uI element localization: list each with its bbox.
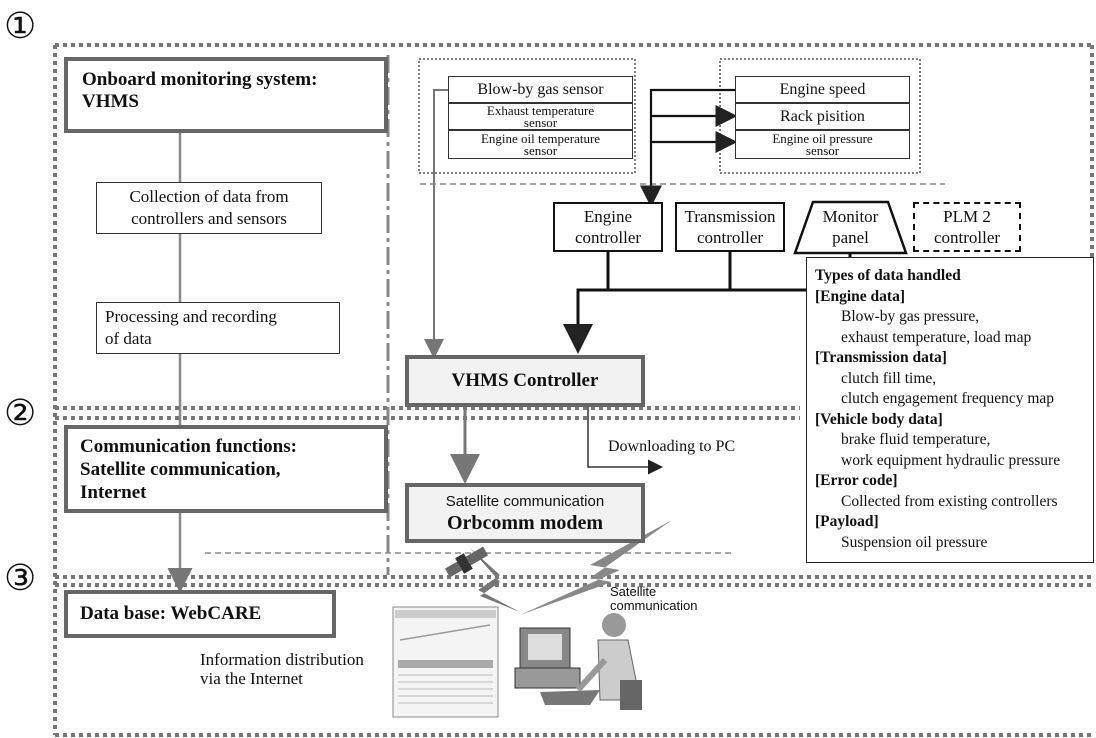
group-heading: [Payload] bbox=[815, 513, 879, 530]
info-distribution-label: Information distribution via the Interne… bbox=[200, 650, 364, 688]
onboard-monitoring-box: Onboard monitoring system: VHMS bbox=[64, 57, 388, 133]
modem-line-1: Satellite communication bbox=[445, 493, 605, 510]
group-item: Collected from existing controllers bbox=[841, 492, 1058, 510]
sensor-rack-position: Rack pisition bbox=[735, 103, 910, 130]
orbcomm-modem-box: Satellite communication Orbcomm modem bbox=[405, 483, 645, 543]
group-item: brake fluid temperature, bbox=[841, 431, 991, 448]
group-heading: [Engine data] bbox=[815, 287, 905, 305]
plm2-controller-box: PLM 2 controller bbox=[913, 202, 1021, 252]
modem-line-2: Orbcomm modem bbox=[446, 512, 604, 534]
step-2-marker: ② bbox=[4, 393, 37, 433]
collection-box: Collection of data from controllers and … bbox=[96, 182, 322, 234]
sensor-engine-oil-pressure: Engine oil pressure sensor bbox=[735, 130, 910, 159]
step-1-marker: ① bbox=[4, 6, 37, 46]
satellite-communication-label: Satellite communication bbox=[610, 584, 698, 613]
engine-controller-box: Engine controller bbox=[553, 202, 663, 252]
vhms-controller-box: VHMS Controller bbox=[405, 355, 645, 407]
database-box: Data base: WebCARE bbox=[64, 590, 336, 638]
group-item: exhaust temperature, load map bbox=[841, 328, 1032, 346]
communication-functions-box: Communication functions: Satellite commu… bbox=[64, 425, 388, 513]
group-item: Suspension oil pressure bbox=[841, 533, 988, 551]
downloading-to-pc-label: Downloading to PC bbox=[608, 438, 736, 455]
step-3-marker: ③ bbox=[4, 558, 37, 598]
processing-box: Processing and recording of data bbox=[96, 302, 340, 354]
sensor-blow-by: Blow-by gas sensor bbox=[448, 76, 633, 103]
transmission-controller-box: Transmission controller bbox=[675, 202, 785, 252]
group-heading: [Vehicle body data] bbox=[815, 410, 943, 428]
satellite-icon bbox=[445, 546, 489, 578]
group-item: work equipment hydraulic pressure bbox=[841, 451, 1061, 469]
sensor-engine-oil-temperature: Engine oil temperature sensor bbox=[448, 130, 633, 159]
data-types-panel: Types of data handled [Engine data] Blow… bbox=[806, 257, 1094, 563]
group-heading: [Error code] bbox=[815, 472, 898, 489]
operator-computer-icon bbox=[514, 613, 642, 710]
data-types-title: Types of data handled bbox=[815, 267, 961, 284]
webpage-screenshot-icon bbox=[392, 606, 499, 718]
group-item: clutch engagement frequency map bbox=[841, 390, 1055, 407]
monitor-panel-shape bbox=[793, 200, 908, 255]
group-item: Blow-by gas pressure, bbox=[841, 308, 980, 325]
sensor-exhaust-temperature: Exhaust temperature sensor bbox=[448, 103, 633, 130]
sensor-engine-speed: Engine speed bbox=[735, 76, 910, 103]
section-borders bbox=[53, 43, 1094, 737]
group-heading: [Transmission data] bbox=[815, 349, 947, 366]
group-item: clutch fill time, bbox=[841, 369, 937, 387]
monitor-panel-label: Monitor panel bbox=[822, 207, 879, 247]
